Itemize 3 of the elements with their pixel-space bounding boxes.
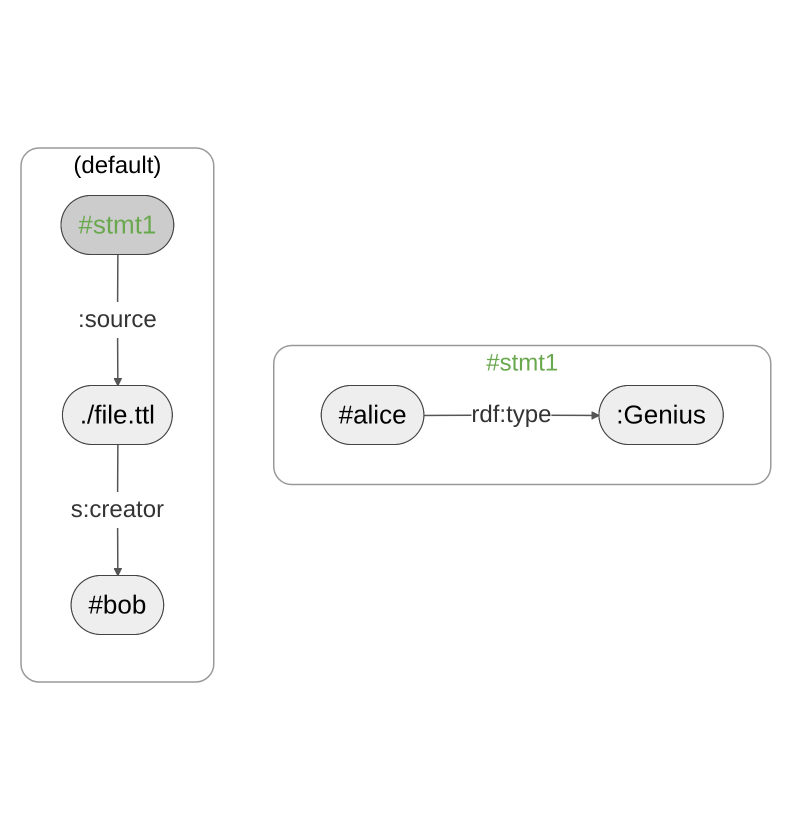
edge-label: s:creator — [70, 495, 164, 522]
edge-label: :source — [78, 305, 157, 332]
edge-label: rdf:type — [472, 400, 552, 428]
